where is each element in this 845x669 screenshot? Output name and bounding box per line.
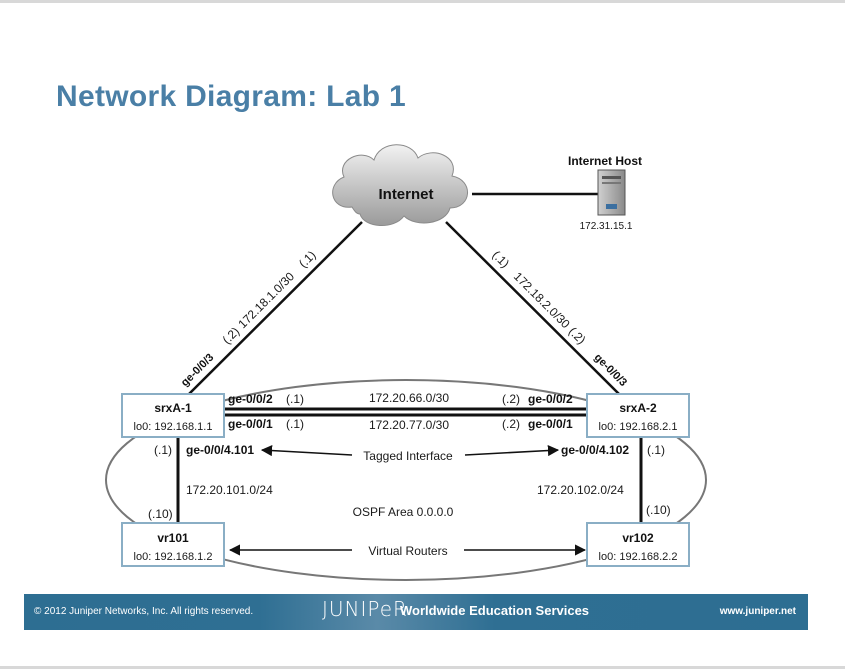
footer-bar: © 2012 Juniper Networks, Inc. All rights… xyxy=(24,594,808,630)
juniper-logo: JUNIPeR xyxy=(322,597,408,621)
device-name: vr102 xyxy=(622,531,654,545)
server-icon xyxy=(597,169,626,216)
right-uplink-interface: ge-0/0/3 xyxy=(592,351,629,388)
bottom-link-left-if: ge-0/0/1 xyxy=(228,417,273,431)
top-link-left-if: ge-0/0/2 xyxy=(228,392,273,406)
internet-label: Internet xyxy=(378,186,433,203)
right-vertical-subnet: 172.20.102.0/24 xyxy=(537,483,624,497)
device-vr102[interactable]: vr102 lo0: 192.168.2.2 xyxy=(586,522,690,567)
right-vertical-bottom-addr: (.10) xyxy=(646,503,671,517)
tagged-interface-label: Tagged Interface xyxy=(363,449,453,463)
left-uplink-interface: ge-0/0/3 xyxy=(179,351,216,388)
device-name: vr101 xyxy=(157,531,189,545)
bottom-link-right-if: ge-0/0/1 xyxy=(528,417,573,431)
device-name: srxA-2 xyxy=(619,401,657,415)
bottom-link-subnet: 172.20.77.0/30 xyxy=(369,418,449,432)
device-srxa-1[interactable]: srxA-1 lo0: 192.168.1.1 xyxy=(121,393,225,438)
right-vertical-top-addr: (.1) xyxy=(647,443,665,457)
page-title: Network Diagram: Lab 1 xyxy=(56,80,407,113)
ospf-area-ellipse xyxy=(105,379,707,581)
left-vertical-top-addr: (.1) xyxy=(154,443,172,457)
bottom-link-right-addr: (.2) xyxy=(502,417,520,431)
top-link-subnet: 172.20.66.0/30 xyxy=(369,391,449,405)
device-lo0: lo0: 192.168.1.2 xyxy=(134,551,213,563)
top-link-left-addr: (.1) xyxy=(286,392,304,406)
left-vertical-interface: ge-0/0/4.101 xyxy=(186,443,254,457)
bottom-link-left-addr: (.1) xyxy=(286,417,304,431)
device-name: srxA-1 xyxy=(154,401,192,415)
footer-url-link[interactable]: www.juniper.net xyxy=(719,606,796,617)
internet-cloud-icon xyxy=(332,144,468,226)
virtual-routers-label: Virtual Routers xyxy=(368,544,447,558)
left-uplink-subnet: 172.18.1.0/30 xyxy=(235,269,297,331)
tagged-arrow-left xyxy=(260,444,353,457)
left-vertical-bottom-addr: (.10) xyxy=(148,507,173,521)
device-lo0: lo0: 192.168.2.2 xyxy=(599,551,678,563)
top-rule xyxy=(0,0,845,3)
right-vertical-interface: ge-0/0/4.102 xyxy=(561,443,629,457)
bottom-rule xyxy=(0,666,845,669)
left-uplink-line xyxy=(187,221,363,396)
device-lo0: lo0: 192.168.2.1 xyxy=(599,421,678,433)
ospf-area-label: OSPF Area 0.0.0.0 xyxy=(353,505,454,519)
internet-host-label: Internet Host xyxy=(568,154,642,168)
top-link-right-addr: (.2) xyxy=(502,392,520,406)
internet-host-ip: 172.31.15.1 xyxy=(580,221,633,232)
device-lo0: lo0: 192.168.1.1 xyxy=(134,421,213,433)
device-srxa-2[interactable]: srxA-2 lo0: 192.168.2.1 xyxy=(586,393,690,438)
right-uplink-line xyxy=(445,221,621,396)
footer-service-text: Worldwide Education Services xyxy=(400,603,590,618)
tagged-arrow-right xyxy=(464,444,560,457)
top-link-right-if: ge-0/0/2 xyxy=(528,392,573,406)
right-uplink-subnet: 172.18.2.0/30 xyxy=(511,269,573,331)
device-vr101[interactable]: vr101 lo0: 192.168.1.2 xyxy=(121,522,225,567)
left-vertical-subnet: 172.20.101.0/24 xyxy=(186,483,273,497)
footer-copyright: © 2012 Juniper Networks, Inc. All rights… xyxy=(34,606,254,617)
